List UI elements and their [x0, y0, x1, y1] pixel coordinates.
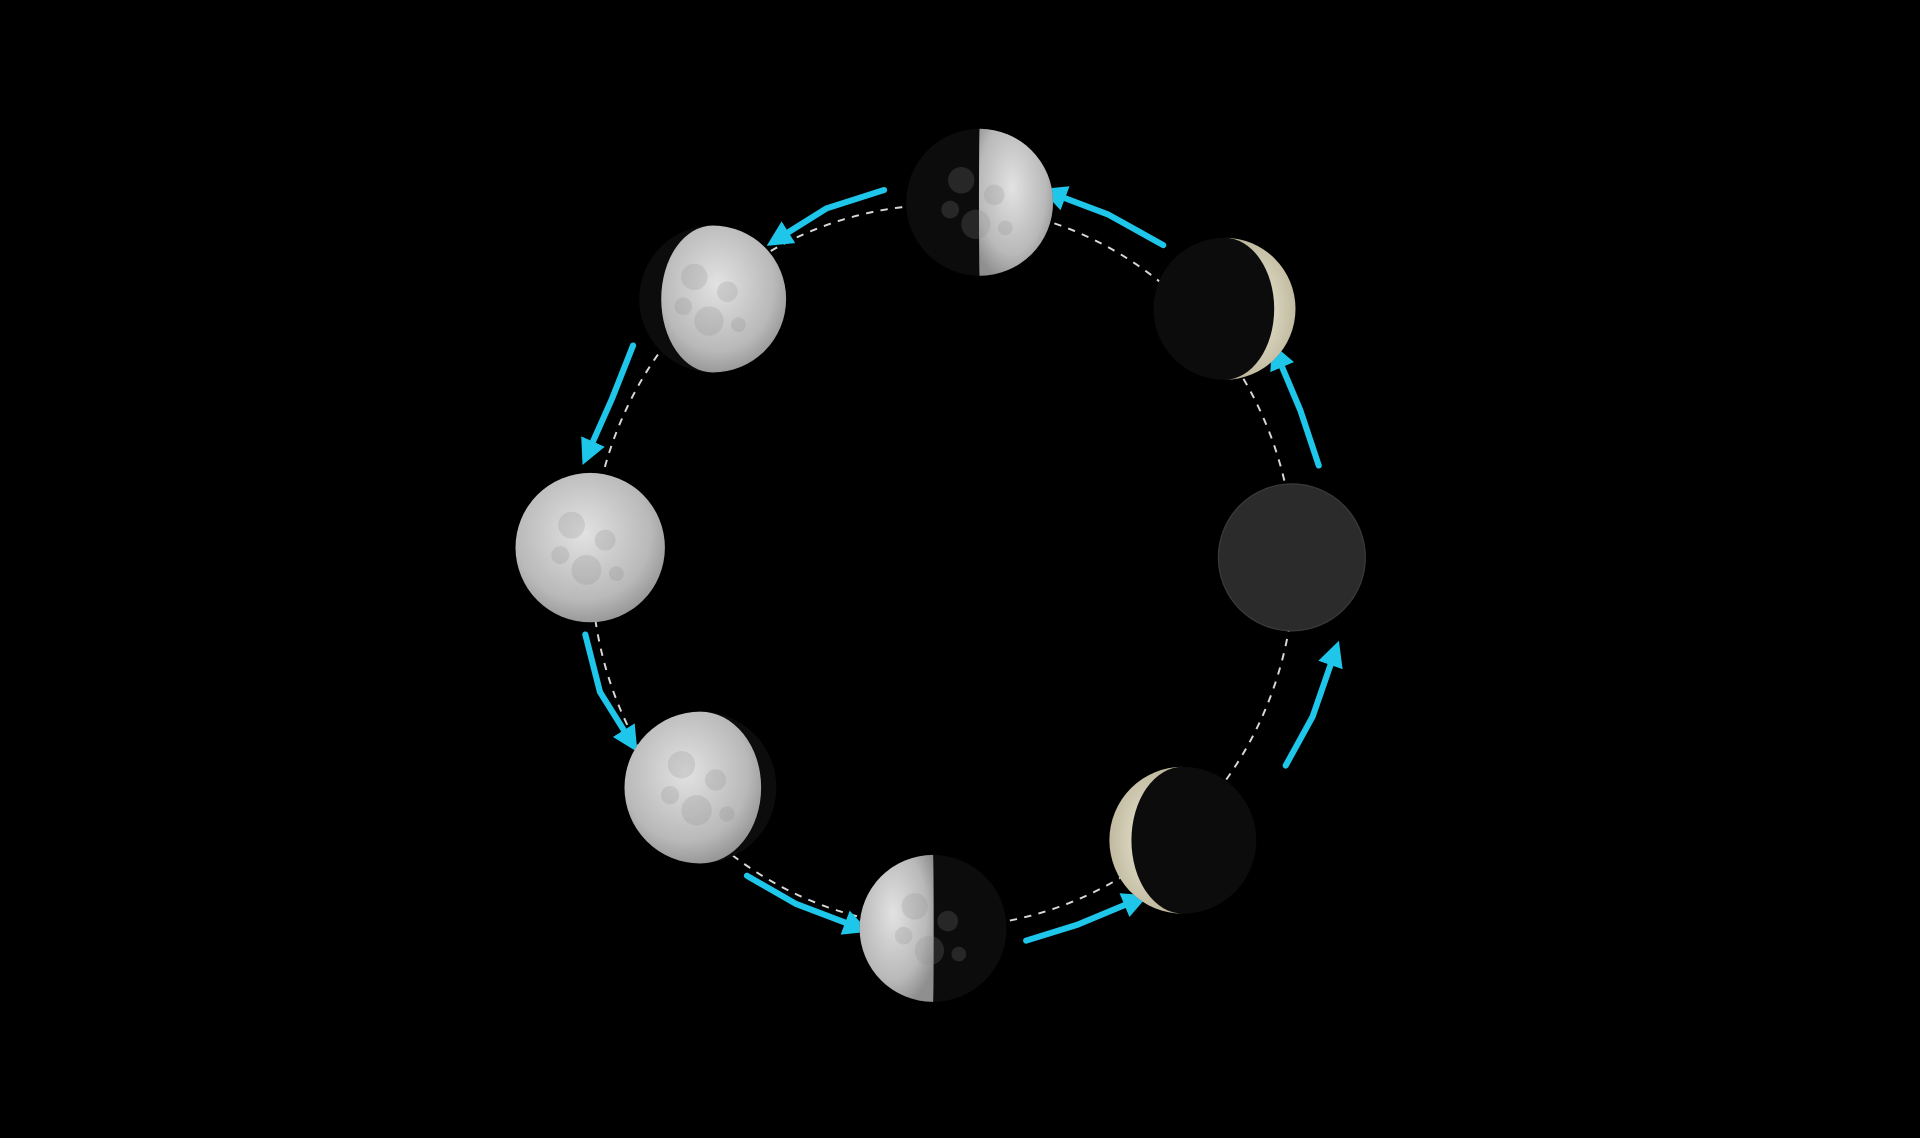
crater-mark	[951, 946, 967, 962]
crater-mark	[660, 786, 680, 805]
crater-mark	[558, 511, 585, 539]
direction-arrow	[766, 186, 888, 246]
crater-mark	[704, 769, 727, 791]
crater-mark	[948, 167, 975, 194]
crater-mark	[551, 546, 570, 565]
moon-lit-area	[1109, 766, 1183, 914]
waning-gibbous-icon	[624, 711, 777, 864]
direction-arrow	[1270, 343, 1322, 469]
moon-lit-area	[1224, 237, 1296, 380]
crater-mark	[894, 926, 913, 945]
crater-mark	[608, 566, 624, 582]
crater-mark	[914, 935, 945, 966]
full-moon-icon	[515, 472, 665, 623]
direction-arrow	[743, 872, 870, 935]
direction-arrow	[1023, 893, 1149, 944]
crater-mark	[997, 220, 1013, 236]
crater-mark	[937, 910, 959, 932]
crater-mark	[681, 263, 708, 291]
crater-mark	[731, 317, 746, 333]
crater-mark	[571, 555, 602, 585]
direction-arrow	[582, 631, 638, 752]
moon-lit-area	[515, 472, 665, 623]
last-quarter-icon	[859, 854, 1007, 1002]
crater-mark	[594, 529, 616, 551]
moon-group	[515, 128, 1366, 1002]
crater-mark	[674, 297, 693, 316]
new-moon-icon	[1217, 483, 1366, 632]
moon-lit-area	[624, 711, 762, 864]
moon-lit-area	[978, 128, 1054, 276]
moon-shadow	[1109, 766, 1257, 914]
crater-mark	[717, 281, 738, 302]
waning-crescent-icon	[1109, 766, 1257, 914]
direction-arrow	[581, 342, 637, 466]
crater-mark	[719, 806, 735, 822]
direction-arrow	[1041, 186, 1167, 249]
waxing-gibbous-icon	[639, 225, 787, 373]
waxing-crescent-icon	[1153, 237, 1296, 380]
crater-mark	[984, 184, 1005, 206]
crater-mark	[681, 795, 712, 826]
moon-lit-area	[661, 225, 787, 373]
crater-mark	[961, 209, 991, 239]
moon-shadow	[1153, 237, 1296, 380]
crater-mark	[667, 751, 696, 779]
moon-disc	[1217, 483, 1366, 632]
crater-mark	[901, 893, 928, 920]
direction-arrow	[1282, 640, 1343, 769]
crater-mark	[941, 200, 960, 219]
crater-mark	[694, 306, 724, 336]
arrow-group	[581, 186, 1343, 944]
moon-lit-area	[859, 854, 934, 1002]
first-quarter-icon	[906, 128, 1054, 276]
